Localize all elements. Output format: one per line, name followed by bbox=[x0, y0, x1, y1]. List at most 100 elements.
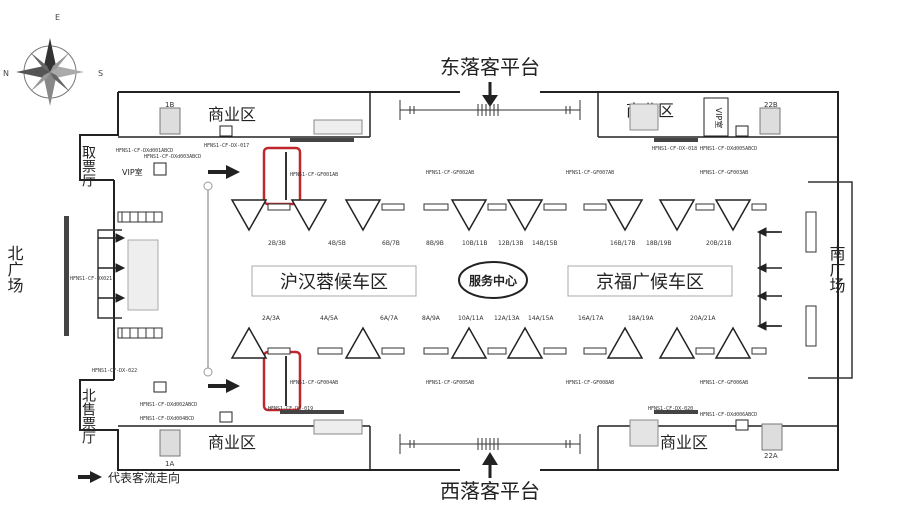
svg-text:1A: 1A bbox=[165, 460, 174, 468]
gate-label: 16A/17A bbox=[578, 315, 604, 322]
east-gate-ticks bbox=[399, 100, 581, 120]
legend-flow-label: 代表客流走向 bbox=[108, 470, 180, 485]
entry-arrow-bottom bbox=[208, 379, 240, 393]
escalator-nw bbox=[313, 119, 363, 135]
south-plaza-bracket bbox=[808, 181, 853, 379]
bottom-gate-barriers bbox=[267, 347, 767, 355]
svg-text:VIP室: VIP室 bbox=[122, 167, 143, 177]
building-outline bbox=[79, 91, 839, 471]
legend: 代表客流走向 bbox=[78, 470, 180, 485]
gate-label: 16B/17B bbox=[610, 240, 636, 247]
svg-text:服务中心: 服务中心 bbox=[469, 273, 517, 288]
service-center[interactable]: 服务中心 bbox=[458, 261, 528, 299]
gate-label: 8A/9A bbox=[422, 315, 441, 322]
compass-icon bbox=[16, 38, 84, 106]
device-code: HFNS1-CF-GF001AB bbox=[290, 172, 338, 178]
device-boxes bbox=[153, 125, 749, 431]
west-arrow-icon bbox=[482, 452, 498, 478]
device-code: HFNS1-CF-DX-022 bbox=[92, 368, 137, 374]
waiting-area-west: 沪汉蓉候车区 bbox=[251, 265, 417, 297]
south-flow-arrows bbox=[756, 227, 782, 331]
device-code: HFNS1-CF-GF006AB bbox=[700, 380, 748, 386]
device-code: HFNS1-CF-GF004AB bbox=[290, 380, 338, 386]
wall-segment-n1 bbox=[290, 138, 354, 142]
device-code: HFNS1-CF-DXd001ABCD bbox=[116, 148, 173, 154]
escalator-se bbox=[629, 419, 659, 447]
stair-1b: 1B bbox=[159, 101, 181, 135]
north-entrance-gates bbox=[97, 211, 163, 339]
top-gate-labels: 2B/3B 4B/5B 6B/7B 8B/9B 10B/11B 12B/13B … bbox=[268, 240, 732, 247]
north-entrance-wall bbox=[64, 216, 69, 336]
device-code: HFNS1-CF-DXd005ABCD bbox=[700, 146, 757, 152]
north-flow-arrows bbox=[98, 233, 126, 303]
device-codes: HFNS1-CF-DX-017 HFNS1-CF-DXd001ABCD HFNS… bbox=[70, 143, 757, 422]
device-code: HFNS1-CF-DX021 bbox=[70, 276, 112, 282]
device-code: HFNS1-CF-GF003AB bbox=[700, 170, 748, 176]
gate-label: 6A/7A bbox=[380, 315, 399, 322]
commercial-zone-nw: 商业区 bbox=[208, 105, 256, 124]
compass-e-label: E bbox=[55, 13, 60, 22]
gate-label: 10A/11A bbox=[458, 315, 484, 322]
east-arrow-icon bbox=[482, 82, 498, 107]
gate-label: 20A/21A bbox=[690, 315, 716, 322]
gate-label: 6B/7B bbox=[382, 240, 400, 247]
compass-s-label: S bbox=[98, 69, 103, 78]
svg-text:沪汉蓉候车区: 沪汉蓉候车区 bbox=[280, 272, 388, 293]
device-code: HFNS1-CF-DX-017 bbox=[204, 143, 249, 149]
south-plaza-label: 南广场 bbox=[827, 245, 846, 294]
wall-segment-s2 bbox=[654, 410, 698, 414]
device-code: HFNS1-CF-DXd002ABCD bbox=[140, 402, 197, 408]
gate-label: 2B/3B bbox=[268, 240, 286, 247]
device-code: HFNS1-CF-DX-019 bbox=[268, 406, 313, 412]
escalator-sw bbox=[313, 419, 363, 435]
top-gates bbox=[230, 199, 752, 232]
west-gate-ticks bbox=[399, 434, 581, 454]
waiting-area-east: 京福广候车区 bbox=[567, 265, 733, 297]
bottom-gates bbox=[230, 326, 752, 359]
device-code: HFNS1-CF-GF007AB bbox=[566, 170, 614, 176]
wall-segment-n2 bbox=[654, 138, 698, 142]
stair-1a: 1A bbox=[159, 429, 181, 468]
vip-room-ne: VIP室 bbox=[703, 97, 729, 137]
rail-end-bottom bbox=[203, 367, 213, 377]
gate-label: 8B/9B bbox=[426, 240, 444, 247]
escalator-ne bbox=[629, 103, 659, 131]
entry-arrow-top bbox=[208, 165, 240, 179]
commercial-zone-se: 商业区 bbox=[660, 433, 708, 452]
device-code: HFNS1-CF-GF008AB bbox=[566, 380, 614, 386]
gate-label: 4B/5B bbox=[328, 240, 346, 247]
gate-label: 10B/11B bbox=[462, 240, 488, 247]
gate-label: 14B/15B bbox=[532, 240, 558, 247]
device-code: HFNS1-CF-DXd006ABCD bbox=[700, 412, 757, 418]
device-code: HFNS1-CF-DX-018 bbox=[652, 146, 697, 152]
stair-22b: 22B bbox=[759, 101, 781, 135]
svg-text:22A: 22A bbox=[764, 452, 778, 460]
gate-label: 2A/3A bbox=[262, 315, 281, 322]
west-platform-label: 西落客平台 bbox=[440, 479, 540, 503]
device-code: HFNS1-CF-GF005AB bbox=[426, 380, 474, 386]
wall-segment-s1 bbox=[280, 410, 344, 414]
device-code: HFNS1-CF-DXd003ABCD bbox=[144, 154, 201, 160]
svg-text:1B: 1B bbox=[165, 101, 174, 109]
gate-label: 18B/19B bbox=[646, 240, 672, 247]
bottom-gate-labels: 2A/3A 4A/5A 6A/7A 8A/9A 10A/11A 12A/13A … bbox=[262, 315, 716, 322]
device-code: HFNS1-CF-DXd004BCD bbox=[140, 416, 194, 422]
commercial-zone-sw: 商业区 bbox=[208, 433, 256, 452]
device-code: HFNS1-CF-DX-020 bbox=[648, 406, 693, 412]
rail-end-top bbox=[203, 181, 213, 191]
svg-text:京福广候车区: 京福广候车区 bbox=[596, 272, 704, 293]
top-gate-barriers bbox=[267, 203, 767, 211]
gate-label: 18A/19A bbox=[628, 315, 654, 322]
gate-label: 14A/15A bbox=[528, 315, 554, 322]
svg-text:VIP室: VIP室 bbox=[714, 108, 724, 129]
ticket-pickup-hall: 取票厅 bbox=[80, 145, 96, 187]
north-plaza-label: 北广场 bbox=[5, 245, 24, 294]
gate-label: 12A/13A bbox=[494, 315, 520, 322]
ticket-sale-hall: 北售票厅 bbox=[80, 388, 96, 444]
compass-n-label: N bbox=[3, 69, 9, 78]
vip-room-w: VIP室 bbox=[122, 162, 167, 177]
east-platform-label: 东落客平台 bbox=[440, 55, 540, 79]
device-code: HFNS1-CF-GF002AB bbox=[426, 170, 474, 176]
gate-label: 20B/21B bbox=[706, 240, 732, 247]
